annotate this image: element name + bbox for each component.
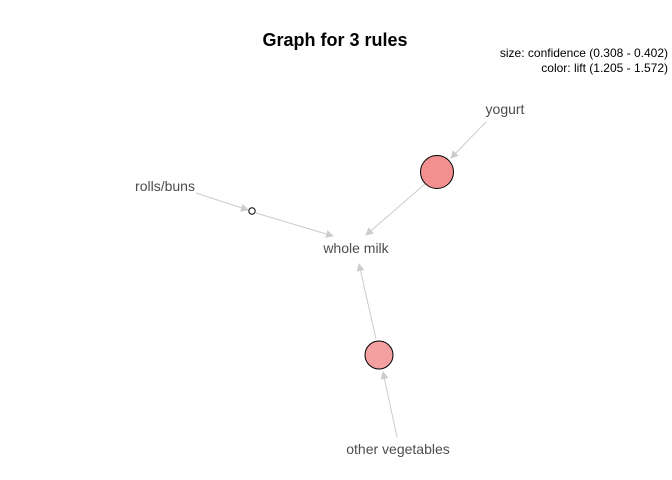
rule-node-othervegetables-wholemilk [364, 340, 394, 370]
edge-yogurt-to-rule1 [450, 121, 487, 159]
item-label-whole-milk: whole milk [322, 240, 389, 256]
edge-rule3-to-wholemilk [356, 263, 377, 340]
item-label-yogurt: yogurt [486, 101, 525, 117]
edge-othervegetables-to-rule3 [380, 371, 398, 438]
item-label-other-vegetables: other vegetables [346, 441, 450, 457]
item-label-rolls-buns: rolls/buns [135, 178, 195, 194]
edge-rollsbuns-to-rule2 [195, 192, 249, 212]
edge-rule1-to-wholemilk [365, 183, 426, 236]
edge-rule2-to-wholemilk [255, 212, 334, 238]
rule-node-yogurt-wholemilk [420, 155, 454, 189]
rule-node-rollsbuns-wholemilk [248, 207, 256, 215]
legend-color: color: lift (1.205 - 1.572) [541, 61, 668, 75]
legend-size: size: confidence (0.308 - 0.402) [500, 46, 668, 60]
graph-title: Graph for 3 rules [262, 30, 407, 50]
